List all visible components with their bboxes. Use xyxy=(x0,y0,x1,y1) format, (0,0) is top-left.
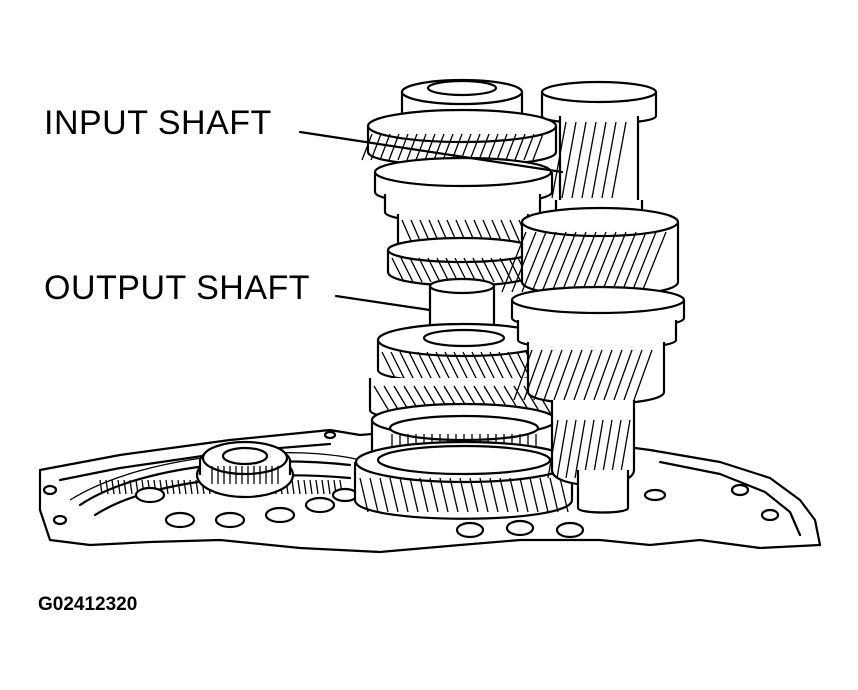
output-shaft-stack xyxy=(353,78,574,520)
input-shaft-stack xyxy=(501,80,686,514)
input-shaft-label: INPUT SHAFT xyxy=(44,104,272,142)
output-shaft-label: OUTPUT SHAFT xyxy=(44,269,311,307)
figure-code: G02412320 xyxy=(38,594,138,615)
output-shaft-leader xyxy=(334,294,432,312)
input-shaft-leader xyxy=(298,130,564,174)
